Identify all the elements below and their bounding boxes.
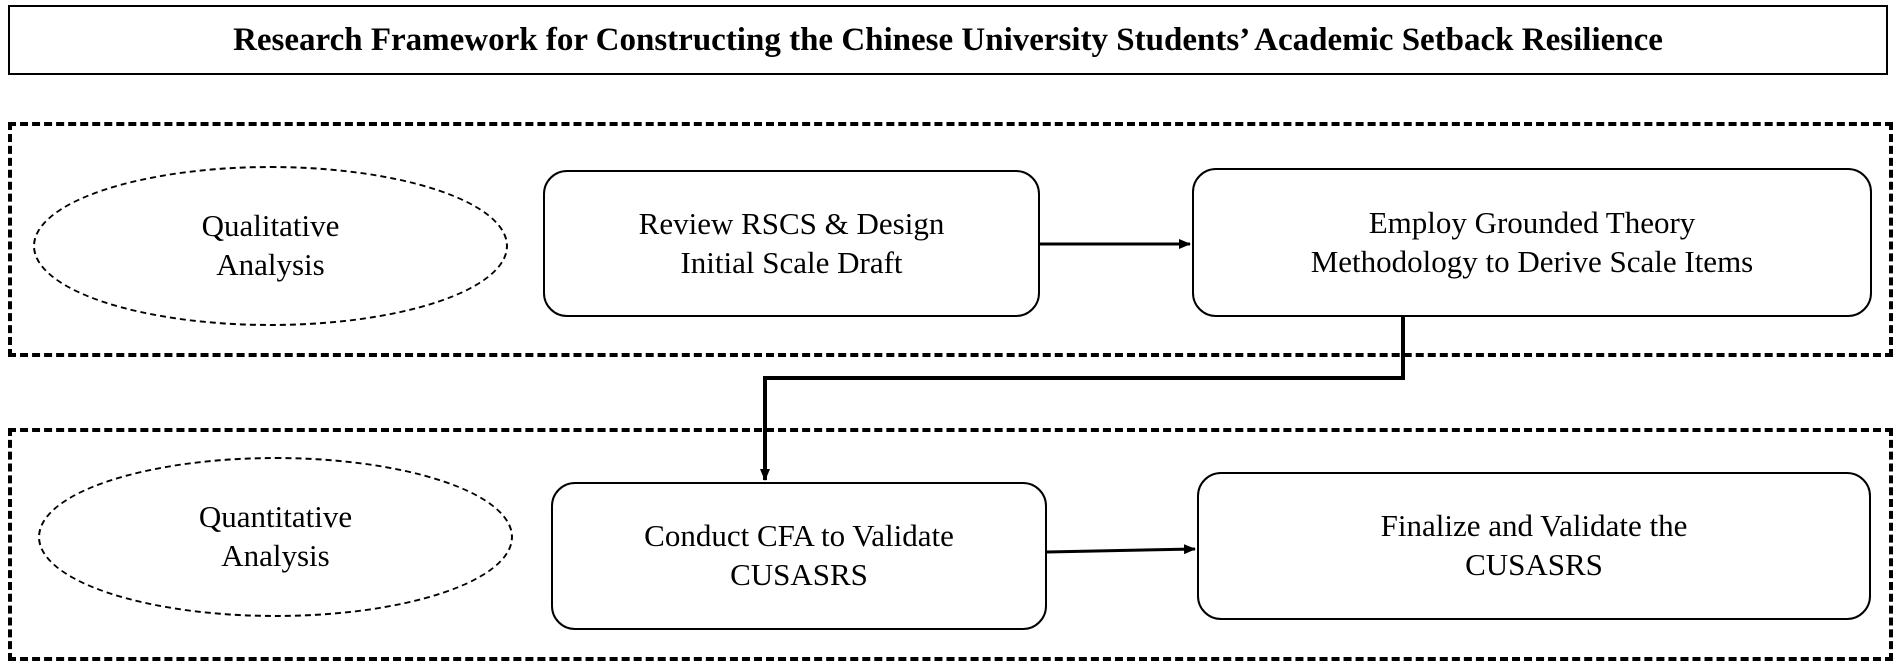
- step-text-line: Conduct CFA to Validate: [644, 518, 954, 554]
- quantitative-analysis-ellipse: Quantitative Analysis: [38, 457, 513, 617]
- qualitative-analysis-ellipse: Qualitative Analysis: [33, 166, 508, 326]
- step-text-line: Finalize and Validate the: [1380, 508, 1688, 544]
- step-text-line: CUSASRS: [1465, 547, 1603, 582]
- step-text-line: Methodology to Derive Scale Items: [1310, 243, 1754, 279]
- diagram-title: Research Framework for Constructing the …: [8, 5, 1888, 75]
- step-text-line: Review RSCS & Design: [638, 205, 945, 241]
- step-text-line: Employ Grounded Theory: [1368, 204, 1696, 240]
- step-review-rscs: Review RSCS & Design Initial Scale Draft: [543, 170, 1040, 317]
- step-conduct-cfa: Conduct CFA to Validate CUSASRS: [551, 482, 1047, 630]
- step-text-line: Initial Scale Draft: [680, 244, 903, 280]
- phase-label-line: Qualitative: [201, 208, 340, 244]
- phase-label-line: Analysis: [221, 538, 330, 573]
- step-finalize-validate: Finalize and Validate the CUSASRS: [1197, 472, 1871, 620]
- phase-label-line: Quantitative: [198, 499, 353, 535]
- step-grounded-theory: Employ Grounded Theory Methodology to De…: [1192, 168, 1872, 317]
- phase-label-line: Analysis: [216, 247, 325, 282]
- step-text-line: CUSASRS: [730, 557, 868, 592]
